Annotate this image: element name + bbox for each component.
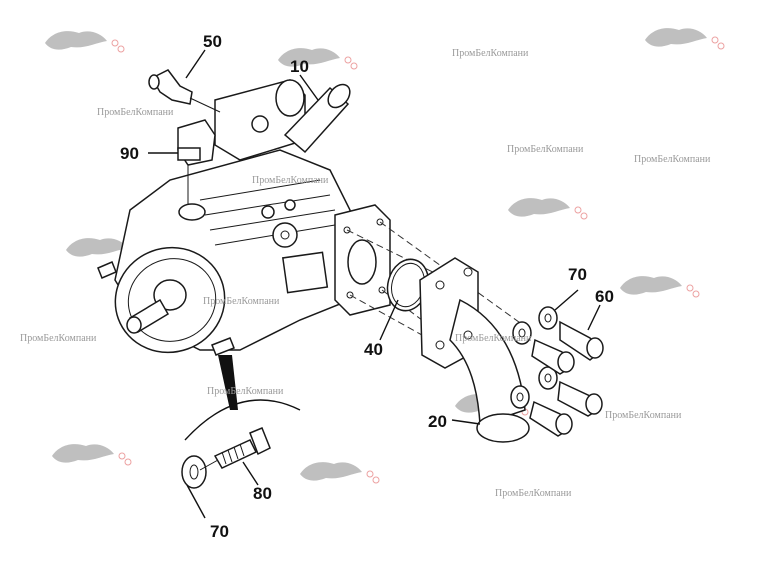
callout-70-b: 70 (210, 522, 229, 541)
callout-70-a: 70 (568, 265, 587, 284)
watermark-text: ПромБелКомпани (605, 410, 682, 421)
panther-logo-icon (300, 462, 380, 484)
watermark-text: ПромБелКомпани (507, 144, 584, 155)
text-watermark-bottom: ПромБелКомпани (495, 488, 572, 499)
callout-labels: 50 10 90 40 70 60 20 80 70 (120, 32, 614, 541)
callout-80: 80 (253, 484, 272, 503)
watermark-text: ПромБелКомпани (455, 333, 532, 344)
elbow-flange-20 (419, 257, 530, 443)
watermark-text: ПромБелКомпани (20, 333, 97, 344)
leader-lines (148, 49, 601, 519)
panther-logo-icon (278, 48, 358, 70)
callout-60: 60 (595, 287, 614, 306)
watermark-text: ПромБелКомпани (203, 296, 280, 307)
callout-40: 40 (364, 340, 383, 359)
text-watermarks: ПромБелКомпани ПромБелКомпани ПромБелКом… (20, 48, 711, 421)
callout-90: 90 (120, 144, 139, 163)
watermark-text: ПромБелКомпани (97, 107, 174, 118)
watermark-text: ПромБелКомпани (207, 386, 284, 397)
panther-logo-icon (52, 444, 132, 466)
callout-20: 20 (428, 412, 447, 431)
panther-logo-icon (45, 31, 125, 53)
panther-logo-icon (508, 198, 588, 220)
watermark-text: ПромБелКомпани (452, 48, 529, 59)
watermark-text: ПромБелКомпани (495, 488, 572, 499)
watermark-text: ПромБелКомпани (252, 175, 329, 186)
panther-logo-icon (620, 276, 700, 298)
panther-logo-icon (645, 28, 725, 50)
elbow-fitting-50 (148, 69, 221, 113)
pump-body (97, 79, 391, 356)
watermark-text: ПромБелКомпани (634, 154, 711, 165)
detail-view (181, 355, 301, 489)
callout-50: 50 (203, 32, 222, 51)
callout-10: 10 (290, 57, 309, 76)
bolts-and-washers (510, 306, 604, 437)
